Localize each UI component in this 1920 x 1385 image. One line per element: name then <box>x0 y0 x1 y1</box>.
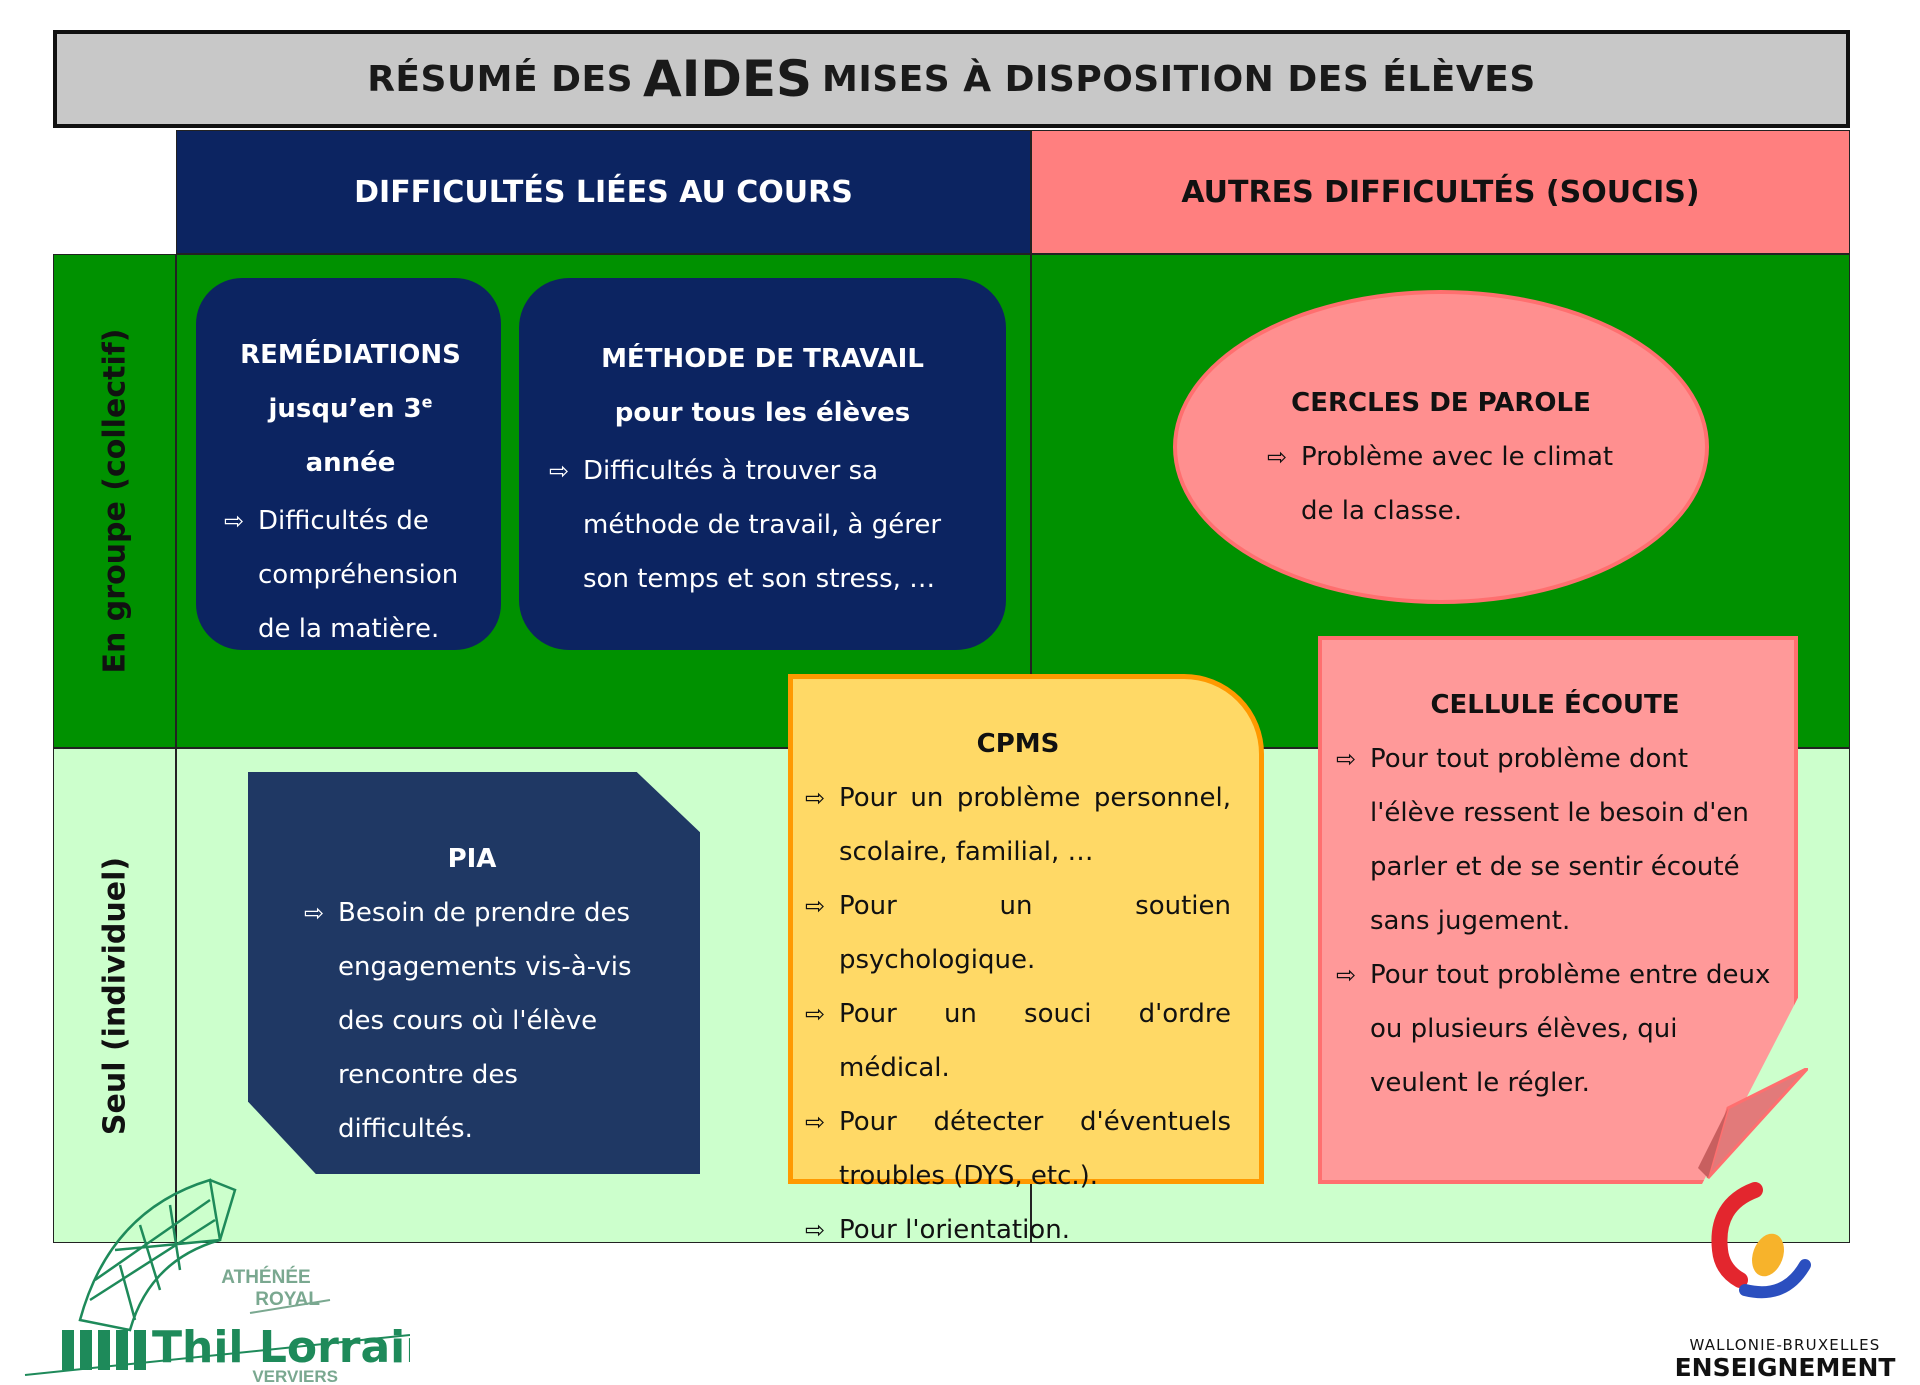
column-header-course: DIFFICULTÉS LIÉES AU COURS <box>176 130 1031 254</box>
cellule-title: CELLULE ÉCOUTE <box>1430 690 1680 720</box>
methode-item-text: Difficultés à trouver sa méthode de trav… <box>583 456 942 594</box>
page-curl-icon <box>1698 1068 1808 1180</box>
column-header-other: AUTRES DIFFICULTÉS (SOUCIS) <box>1031 130 1850 254</box>
methode-title: MÉTHODE DE TRAVAIL <box>601 344 924 374</box>
title-post: MISES À DISPOSITION DES ÉLÈVES <box>822 58 1536 100</box>
list-item: ⇨ Problème avec le climat de la classe. <box>1267 430 1645 538</box>
logo-athenee-line1: ATHÉNÉE <box>221 1266 310 1288</box>
remediations-title: REMÉDIATIONS <box>240 340 461 370</box>
title-emphasis: AIDES <box>643 50 813 108</box>
list-item: ⇨ Difficultés de compréhension de la mat… <box>224 494 477 656</box>
cercles-title: CERCLES DE PAROLE <box>1291 388 1591 418</box>
logo-wb-line1: WALLONIE-BRUXELLES <box>1689 1336 1880 1354</box>
arrow-right-icon: ⇨ <box>1336 961 1357 989</box>
remediations-item-text: Difficultés de compréhension de la matiè… <box>258 506 459 644</box>
list-item: ⇨ Pour un problème personnel, scolaire, f… <box>805 771 1231 879</box>
list-item: ⇨ Pour un souci d'ordre médical. <box>805 987 1231 1095</box>
row-header-group-label: En groupe (collectif) <box>97 328 132 674</box>
cellule-item-text: Pour tout problème entre deux ou plusieu… <box>1370 960 1771 1098</box>
cpms-title: CPMS <box>976 729 1060 759</box>
title-pre: RÉSUMÉ DES <box>367 58 634 100</box>
arrow-right-icon: ⇨ <box>805 784 826 812</box>
remediations-box: REMÉDIATIONS jusqu’en 3e année ⇨ Difficu… <box>196 278 501 650</box>
remediations-subtitle-sup: e <box>421 392 433 412</box>
remediations-subtitle: jusqu’en 3e année <box>224 382 477 490</box>
list-item: ⇨ Pour un soutien psychologique. <box>805 879 1231 987</box>
arrow-right-icon: ⇨ <box>1267 443 1288 471</box>
cpms-item-text: Pour un problème personnel, scolaire, fa… <box>839 783 1231 867</box>
pia-title: PIA <box>447 844 497 874</box>
logo-city: VERVIERS <box>252 1367 338 1385</box>
pia-box: PIA ⇨ Besoin de prendre des engagements … <box>248 772 700 1174</box>
column-header-other-label: AUTRES DIFFICULTÉS (SOUCIS) <box>1181 174 1700 210</box>
wallonie-bruxelles-logo: WALLONIE-BRUXELLES ENSEIGNEMENT <box>1675 1182 1896 1380</box>
list-item: ⇨ Difficultés à trouver sa méthode de tr… <box>549 444 976 606</box>
arrow-right-icon: ⇨ <box>224 507 245 535</box>
logo-school-name: Thil Lorrain <box>152 1322 410 1373</box>
list-item: ⇨ Besoin de prendre des engagements vis-… <box>304 886 660 1156</box>
row-header-solo: Seul (individuel) <box>53 748 176 1243</box>
athenee-royal-logo: ATHÉNÉE ROYAL Thil Lorrain VERVIERS <box>24 1178 410 1385</box>
pia-item-text: Besoin de prendre des engagements vis-à-… <box>338 898 632 1144</box>
arrow-right-icon: ⇨ <box>805 1000 826 1028</box>
methode-box: MÉTHODE DE TRAVAIL pour tous les élèves … <box>519 278 1006 650</box>
cpms-item-text: Pour un soutien psychologique. <box>839 891 1231 975</box>
cpms-item-text: Pour l'orientation. <box>839 1215 1070 1245</box>
arrow-right-icon: ⇨ <box>805 1216 826 1244</box>
row-header-solo-label: Seul (individuel) <box>97 856 132 1135</box>
list-item: ⇨ Pour tout problème dont l'élève ressent… <box>1336 732 1774 948</box>
cercles-box: CERCLES DE PAROLE ⇨ Problème avec le cli… <box>1173 290 1709 604</box>
remediations-subtitle-post: année <box>305 448 396 478</box>
list-item: ⇨ Pour l'orientation. <box>805 1203 1231 1257</box>
cercles-item-text: Problème avec le climat de la classe. <box>1301 442 1614 526</box>
row-header-group: En groupe (collectif) <box>53 254 176 748</box>
list-item: ⇨ Pour détecter d'éventuels troubles (DYS… <box>805 1095 1231 1203</box>
list-item: ⇨ Pour tout problème entre deux ou plusie… <box>1336 948 1774 1110</box>
cellule-box: CELLULE ÉCOUTE ⇨ Pour tout problème dont … <box>1318 636 1798 1184</box>
methode-subtitle: pour tous les élèves <box>614 398 911 428</box>
cpms-item-text: Pour détecter d'éventuels troubles (DYS,… <box>839 1107 1231 1191</box>
cpms-item-text: Pour un souci d'ordre médical. <box>839 999 1231 1083</box>
arrow-right-icon: ⇨ <box>805 892 826 920</box>
page-title: RÉSUMÉ DES AIDES MISES À DISPOSITION DES… <box>53 30 1850 128</box>
logo-wb-line2: ENSEIGNEMENT <box>1675 1353 1896 1380</box>
cellule-item-text: Pour tout problème dont l'élève ressent … <box>1370 744 1749 936</box>
column-header-course-label: DIFFICULTÉS LIÉES AU COURS <box>354 174 853 210</box>
arrow-right-icon: ⇨ <box>549 457 570 485</box>
arrow-right-icon: ⇨ <box>805 1108 826 1136</box>
arrow-right-icon: ⇨ <box>1336 745 1357 773</box>
cpms-box: CPMS ⇨ Pour un problème personnel, scolai… <box>788 674 1264 1245</box>
arrow-right-icon: ⇨ <box>304 899 325 927</box>
remediations-subtitle-pre: jusqu’en 3 <box>268 394 422 424</box>
